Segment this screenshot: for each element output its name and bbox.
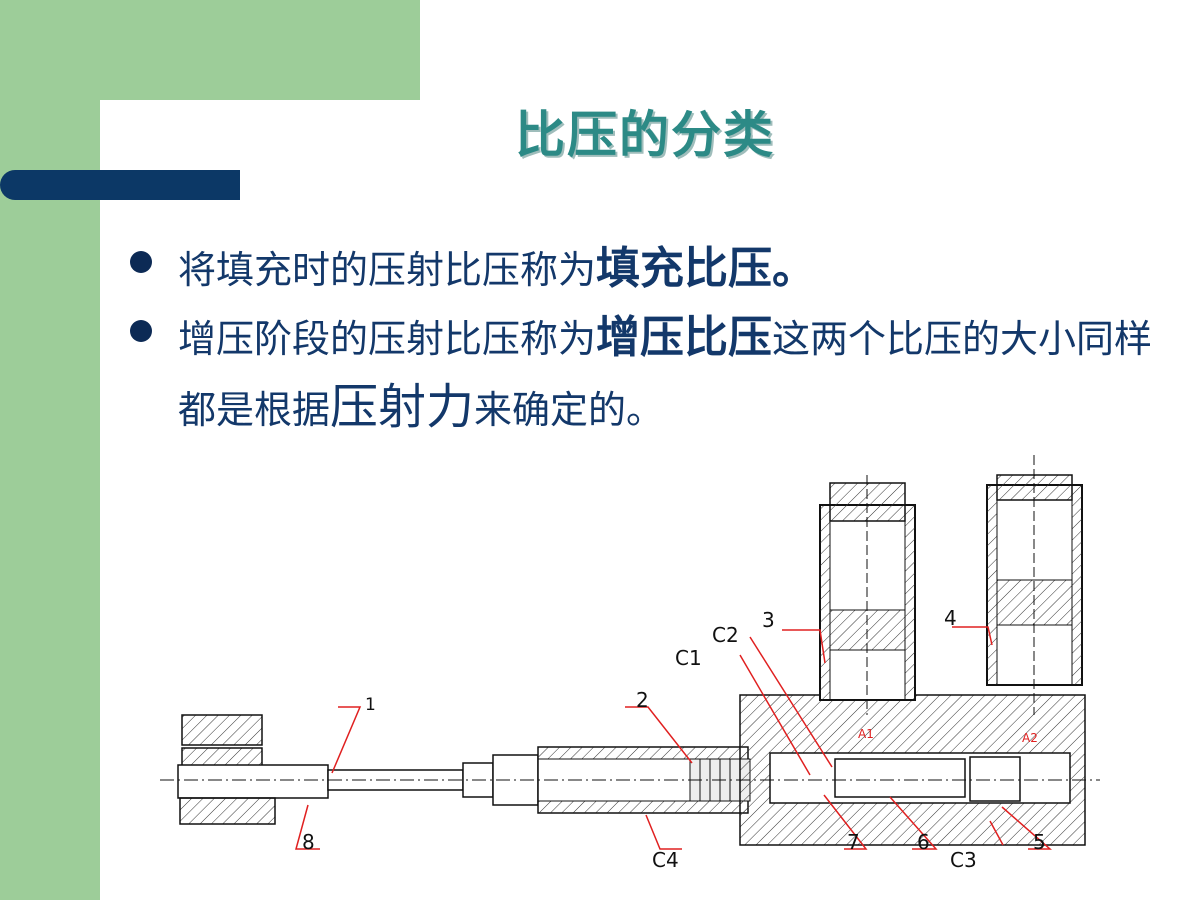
slide-title: 比压的分类 (515, 106, 775, 164)
shank-part (177, 714, 329, 825)
bullet-text: 增压阶段的压射比压称为 (178, 317, 597, 361)
accumulator-3 (819, 475, 916, 715)
white-top-area (420, 0, 1200, 100)
accent-bar (0, 170, 240, 200)
accumulator-4 (986, 455, 1083, 715)
bullet-dot (130, 251, 152, 273)
bullet-item-1: 将填充时的压射比压称为填充比压。 (130, 235, 1170, 304)
label-a1: A1 (858, 727, 874, 741)
bullet-item-2: 增压阶段的压射比压称为增压比压这两个比压的大小同样都是根据压射力来确定的。 (130, 304, 1170, 444)
label-c3: C3 (950, 848, 977, 872)
label-a2: A2 (1022, 731, 1038, 745)
bullet-emphasis: 增压比压 (596, 312, 773, 363)
bullet-dot (130, 320, 152, 342)
label-c1: C1 (675, 646, 702, 670)
label-3: 3 (762, 608, 775, 632)
bullet-text-cont: 这两个比压的大小同样都是根据 (178, 317, 1153, 432)
label-7: 7 (847, 830, 860, 854)
label-4: 4 (944, 606, 957, 630)
bullet-text-end: 来确定的。 (474, 388, 665, 432)
label-6: 6 (917, 830, 930, 854)
label-c2: C2 (712, 623, 739, 647)
bullet-list: 将填充时的压射比压称为填充比压。 增压阶段的压射比压称为增压比压这两个比压的大小… (130, 235, 1170, 444)
bullet-text: 将填充时的压射比压称为 (178, 248, 597, 292)
leader-lines (295, 626, 1052, 850)
green-side-band (0, 0, 100, 900)
label-c4: C4 (652, 848, 679, 872)
label-2: 2 (636, 688, 649, 712)
green-top-band (0, 0, 420, 100)
die-casting-injection-diagram: 1 2 3 4 5 6 7 8 C1 C2 C3 C4 A1 A2 (160, 455, 1100, 872)
label-1: 1 (365, 695, 376, 715)
valve-body (739, 694, 1086, 846)
label-8: 8 (302, 830, 315, 854)
bullet-emphasis: 填充比压。 (596, 243, 817, 294)
label-5: 5 (1033, 830, 1046, 854)
bullet-emphasis-2: 压射力 (330, 379, 475, 435)
